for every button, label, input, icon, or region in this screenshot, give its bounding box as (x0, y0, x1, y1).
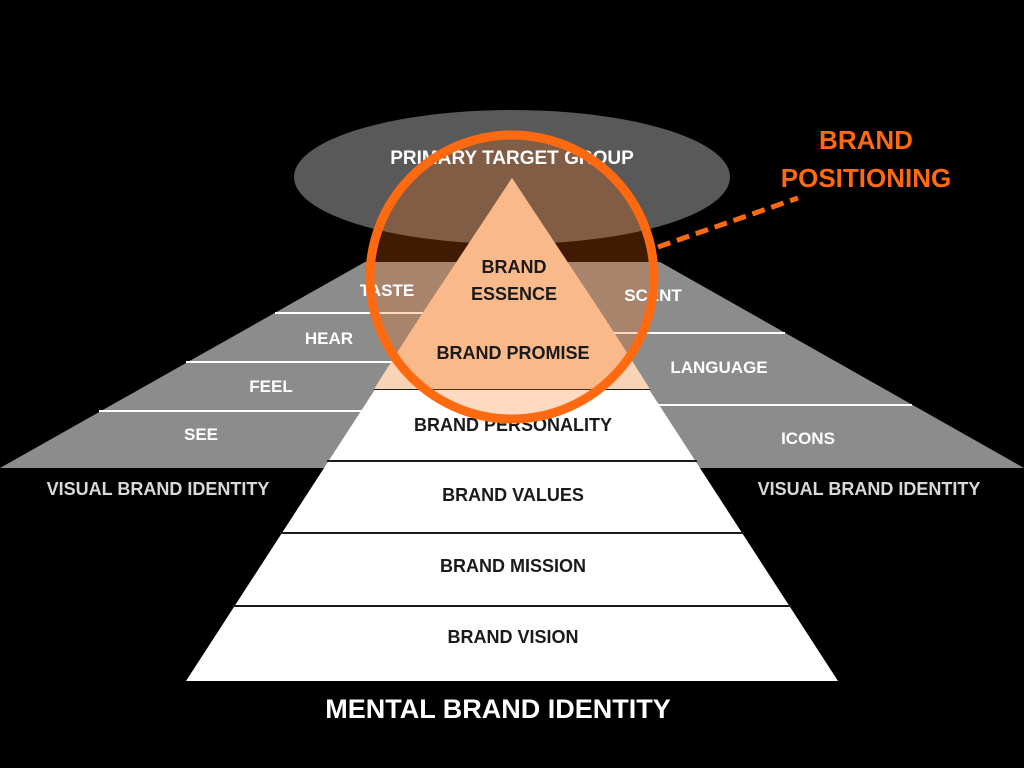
wing-item-see: SEE (184, 425, 218, 444)
mental-identity-label: MENTAL BRAND IDENTITY (325, 694, 671, 724)
left-wing-label: VISUAL BRAND IDENTITY (47, 479, 270, 499)
brand-pyramid (186, 178, 838, 681)
wing-item-icons: ICONS (781, 429, 835, 448)
wing-item-hear: HEAR (305, 329, 353, 348)
pyramid-level-values: BRAND VALUES (442, 485, 584, 505)
right-wing-label: VISUAL BRAND IDENTITY (758, 479, 981, 499)
positioning-label-line2: POSITIONING (781, 163, 951, 193)
positioning-circle (365, 130, 659, 424)
pyramid-level-vision: BRAND VISION (447, 627, 578, 647)
positioning-connector (657, 195, 799, 250)
pyramid-level-promise: BRAND PROMISE (436, 343, 589, 363)
wing-item-language: LANGUAGE (670, 358, 767, 377)
right-wing-dividers (600, 332, 912, 406)
positioning-label-line1: BRAND (819, 125, 913, 155)
pyramid-essence-line1: BRAND (482, 257, 547, 277)
positioning-highlight (370, 135, 654, 419)
pyramid-essence-line2: ESSENCE (471, 284, 557, 304)
wing-item-feel: FEEL (249, 377, 292, 396)
target-group-ellipse (294, 110, 730, 244)
pyramid-level-personality: BRAND PERSONALITY (414, 415, 612, 435)
pyramid-level-mission: BRAND MISSION (440, 556, 586, 576)
